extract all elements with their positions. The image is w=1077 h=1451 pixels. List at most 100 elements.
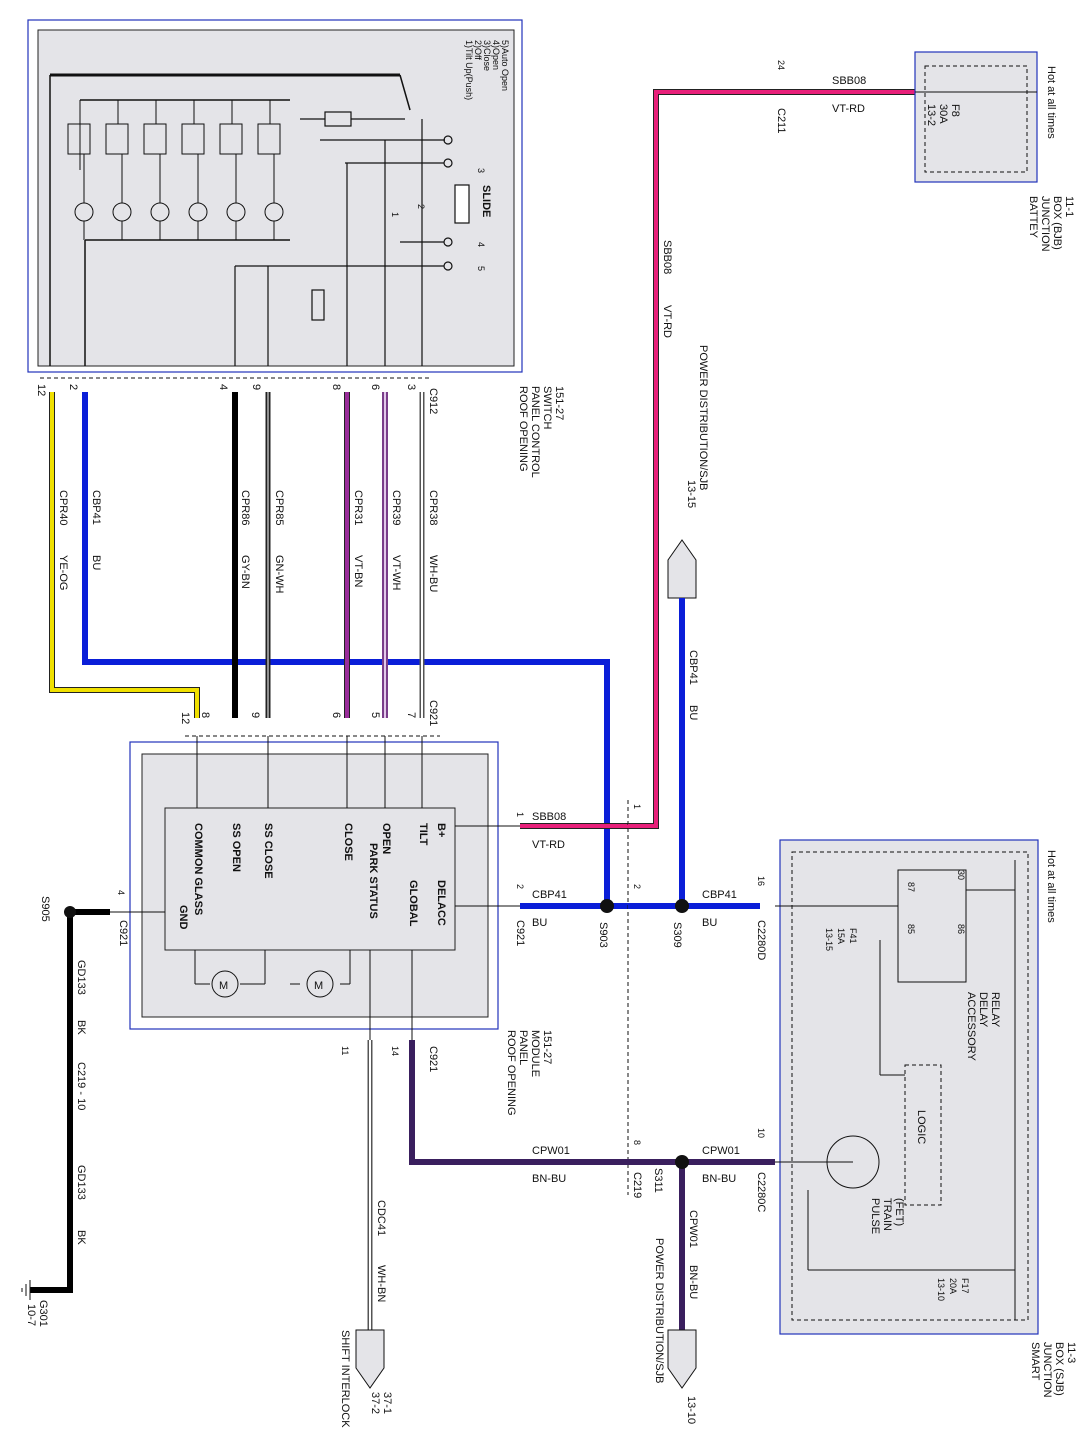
pin-num: 2 [632,884,642,889]
smart-jb-label: SMART JUNCTION BOX (SJB) 11-3 [1029,1342,1077,1398]
relay-pin: 85 [906,924,916,934]
connector-c921-top: C921 [427,700,439,726]
wire-cpr38: CPR38 WH-BU [419,392,439,718]
connector-c211: C211 [775,108,787,133]
pin-park-status: PARK STATUS [367,843,379,919]
svg-text:BU: BU [532,917,547,929]
fuse-f17-rating: 20A [948,1278,958,1294]
pin-num: 11 [340,1046,350,1055]
smart-jb: Hot at all times 30 87 86 85 ACCESSORY D… [775,839,1057,1335]
splice-s903-label: S903 [597,922,609,948]
svg-text:6: 6 [369,384,381,390]
pin-common-glass: COMMON GLASS [192,823,204,915]
relay-pin: 87 [906,882,916,892]
svg-text:POWER DISTRIBUTION/SJB: POWER DISTRIBUTION/SJB [653,1238,665,1383]
splice-s905-label: S905 [39,896,51,922]
wire-sbb08-bjb: SBB08 VT-RD [790,75,915,115]
power-dist-top: POWER DISTRIBUTION/SJB 13-15 [667,345,709,599]
svg-text:11-1: 11-1 [1063,196,1075,217]
svg-text:BOX (SJB): BOX (SJB) [1053,1342,1065,1396]
svg-text:BN-BU: BN-BU [702,1173,736,1185]
svg-text:BOX (BJB): BOX (BJB) [1051,196,1063,250]
fuse-f8-ref: 13-2 [925,104,937,126]
fuse-f41-rating: 15A [836,928,846,944]
power-dist-bottom: POWER DISTRIBUTION/SJB 13-10 [653,1238,697,1424]
svg-text:CBP41: CBP41 [702,889,737,901]
pin-num: 10 [756,1128,766,1138]
wire-cpr85: CPR85 GN-WH [265,392,285,718]
c921-top-pins: 12 8 9 6 5 7 [179,712,417,724]
svg-text:BK: BK [75,1230,87,1245]
svg-text:CPR38: CPR38 [427,490,439,525]
connector-c921-bottom: C921 [427,1046,439,1072]
motor-2: M [314,980,323,992]
svg-text:37-1: 37-1 [381,1392,393,1414]
svg-text:11-3: 11-3 [1065,1342,1077,1363]
switch-pos-num: 4 [476,242,486,247]
wire-gd133: GD133 BK GD133 BK C219 - 10 [30,909,110,1293]
svg-text:PULSE: PULSE [869,1198,881,1234]
svg-text:SMART: SMART [1029,1342,1041,1381]
roof-switch-box: 1)Tilt Up(Push) 2)Off 3)Close 4)Open 5)A… [27,19,523,373]
ground-symbol [21,1280,31,1300]
svg-text:VT-WH: VT-WH [390,555,402,590]
svg-text:SBB08: SBB08 [532,811,566,823]
svg-text:JUNCTION: JUNCTION [1041,1342,1053,1398]
svg-text:VT-RD: VT-RD [832,103,865,115]
svg-text:RELAY: RELAY [989,992,1001,1028]
svg-text:BU: BU [687,705,699,720]
legend-line: 2)Off [473,40,483,60]
pin-ss-close: SS CLOSE [262,823,274,879]
svg-text:BN-BU: BN-BU [687,1265,699,1299]
svg-text:CBP41: CBP41 [687,650,699,685]
svg-text:SBB08: SBB08 [661,240,673,274]
svg-text:GD133: GD133 [75,1165,87,1200]
svg-text:9: 9 [250,384,262,390]
svg-text:GD133: GD133 [75,960,87,995]
svg-text:SBB08: SBB08 [832,75,866,87]
hot-label-sjb: Hot at all times [1045,850,1057,923]
pin-num: 1 [515,812,525,817]
wire-sbb08-main: SBB08 VT-RD [628,89,790,829]
connector-c921-left: C921 [117,920,129,946]
svg-text:37-2: 37-2 [369,1392,381,1414]
svg-text:PANEL CONTROL: PANEL CONTROL [529,386,541,478]
svg-text:(FET): (FET) [893,1198,905,1226]
splice-s905 [64,906,76,918]
slide-label: SLIDE [480,185,492,217]
accessory-relay-label: ACCESSORY DELAY RELAY [965,992,1001,1062]
svg-text:BATTEY: BATTEY [1027,196,1039,239]
svg-text:CBP41: CBP41 [532,889,567,901]
legend-line: 4)Open [491,40,501,70]
svg-text:CPR40: CPR40 [57,490,69,525]
fuse-f8-rating: 30A [937,104,949,124]
pin-gnd: GND [177,905,189,930]
roof-module-box: M M B+ TILT OPEN PARK STATUS CLOSE SS CL… [129,736,499,1040]
svg-text:CPR39: CPR39 [390,490,402,525]
splice-s309-label: S309 [671,922,683,948]
splice-s309 [675,899,689,913]
motor-1: M [219,980,228,992]
connector-c2280c: C2280C [755,1172,767,1212]
switch-pos-num: 1 [390,212,400,217]
logic-label: LOGIC [915,1110,927,1144]
legend-line: 5)Auto Open [500,40,510,91]
svg-text:PANEL: PANEL [517,1030,529,1065]
legend-line: 1)Tilt Up(Push) [464,40,474,100]
connector-c912: C912 [427,388,439,414]
svg-text:CDC41: CDC41 [375,1200,387,1236]
pin-close: CLOSE [342,823,354,861]
fuse-f8: F8 [949,104,961,117]
svg-text:ROOF OPENING: ROOF OPENING [517,386,529,472]
wire-cpr31: CPR31 VT-BN [344,392,364,718]
splice-s903 [600,899,614,913]
wire-cpr40: CPR40 YE-OG [49,392,200,718]
wire-cpr86: CPR86 GY-BN [232,392,251,718]
pin-b-plus: B+ [435,823,447,837]
svg-text:13-10: 13-10 [685,1396,697,1424]
wire-cpw01: CPW01 BN-BU CPW01 BN-BU CPW01 BN-BU [409,1040,775,1330]
svg-text:9: 9 [249,712,261,718]
svg-text:GY-BN: GY-BN [239,555,251,589]
svg-text:JUNCTION: JUNCTION [1039,196,1051,252]
